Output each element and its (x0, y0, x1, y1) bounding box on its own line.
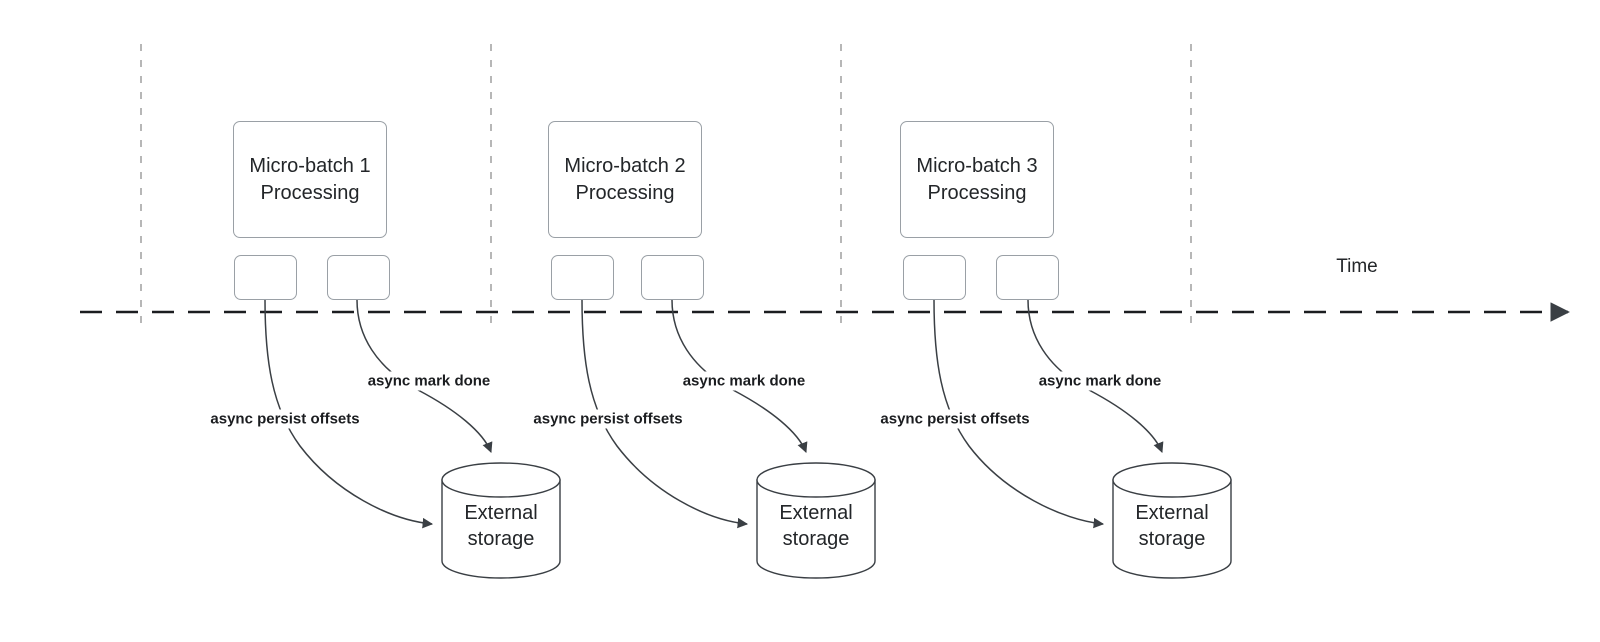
micro-batch-2-line2: Processing (575, 181, 675, 204)
mb3-task-b-box[interactable] (996, 255, 1059, 300)
micro-batch-3-line1: Micro-batch 3 (916, 155, 1038, 178)
edge-persist-offsets-1 (264, 299, 434, 529)
edge-label-mark-done-1: async mark done (364, 371, 494, 391)
edge-persist-offsets-3 (933, 299, 1105, 529)
edge-persist-offsets-2 (581, 299, 749, 529)
micro-batch-1-line1: Micro-batch 1 (249, 155, 371, 178)
time-axis-label: Time (1336, 256, 1378, 277)
mb2-task-a-box[interactable] (551, 255, 614, 300)
edge-label-persist-offsets-2: async persist offsets (530, 409, 686, 429)
mb2-task-b-box[interactable] (641, 255, 704, 300)
mb3-task-a-box[interactable] (903, 255, 966, 300)
external-storage-1-shape (441, 462, 561, 579)
micro-batch-3-processing-box[interactable]: Micro-batch 3 Processing (900, 121, 1054, 238)
mb1-task-b-box[interactable] (327, 255, 390, 300)
micro-batch-2-processing-box[interactable]: Micro-batch 2 Processing (548, 121, 702, 238)
mb1-task-a-box[interactable] (234, 255, 297, 300)
edge-label-mark-done-3: async mark done (1035, 371, 1165, 391)
micro-batch-1-processing-box[interactable]: Micro-batch 1 Processing (233, 121, 387, 238)
external-storage-2-shape (756, 462, 876, 579)
micro-batch-2-line1: Micro-batch 2 (564, 155, 686, 178)
micro-batch-1-line2: Processing (260, 181, 360, 204)
external-storage-3-shape (1112, 462, 1232, 579)
edge-label-persist-offsets-3: async persist offsets (877, 409, 1033, 429)
edge-label-mark-done-2: async mark done (679, 371, 809, 391)
micro-batch-3-line2: Processing (927, 181, 1027, 204)
edge-label-persist-offsets-1: async persist offsets (207, 409, 363, 429)
